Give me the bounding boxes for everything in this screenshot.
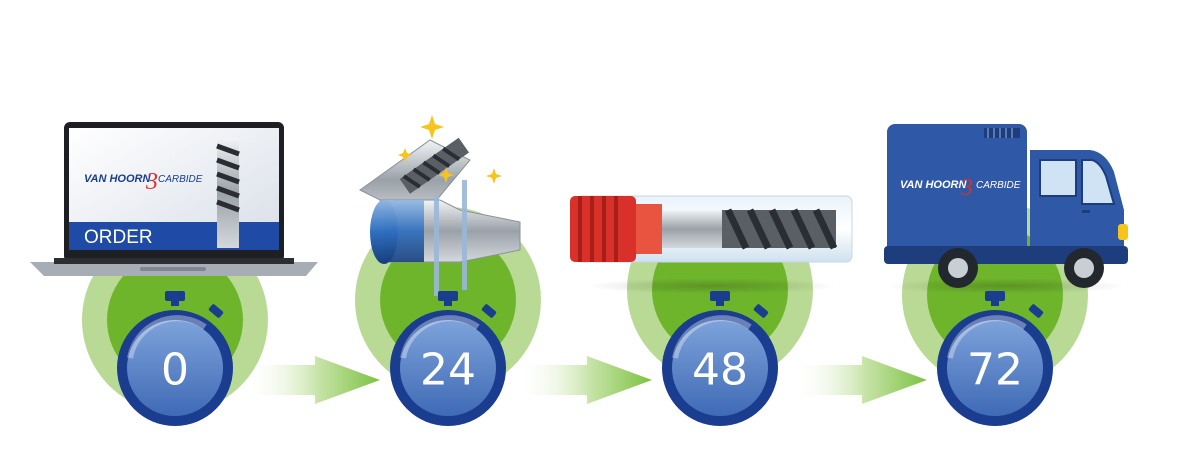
- stage-hours: 48: [692, 345, 748, 396]
- arrow-right-icon: [245, 356, 380, 404]
- stage-hours: 0: [161, 345, 189, 396]
- stopwatch-icon: 0: [117, 291, 233, 426]
- delivery-truck-icon: VAN HOORN 3 CARBIDE: [884, 124, 1128, 294]
- brand-logo-mark: 3: [960, 175, 973, 201]
- laptop-icon: ORDER VAN HOORN 3 CARBIDE: [30, 122, 318, 276]
- packaged-end-mill-icon: [570, 195, 853, 294]
- arrow-right-icon: [792, 356, 927, 404]
- stage-hours: 72: [967, 345, 1023, 396]
- stage-delivery: VAN HOORN 3 CARBIDE 72: [884, 124, 1128, 426]
- order-label: ORDER: [84, 227, 153, 248]
- stage-packaging: 48: [570, 195, 853, 426]
- stopwatch-icon: 24: [390, 291, 506, 426]
- grinding-machine-icon: [359, 115, 521, 296]
- stage-order: ORDER VAN HOORN 3 CARBIDE 0: [30, 122, 318, 426]
- stage-hours: 24: [420, 345, 476, 396]
- arrow-right-icon: [517, 356, 652, 404]
- brand-suffix: CARBIDE: [158, 174, 203, 185]
- stopwatch-icon: 72: [937, 291, 1053, 426]
- brand-logo-mark: 3: [145, 169, 158, 195]
- brand-name: VAN HOORN: [900, 179, 967, 191]
- stopwatch-icon: 48: [662, 291, 778, 426]
- stage-grinding: 24: [355, 115, 541, 426]
- brand-suffix: CARBIDE: [976, 180, 1021, 191]
- brand-name: VAN HOORN: [84, 173, 151, 185]
- end-mill-icon: [216, 138, 240, 248]
